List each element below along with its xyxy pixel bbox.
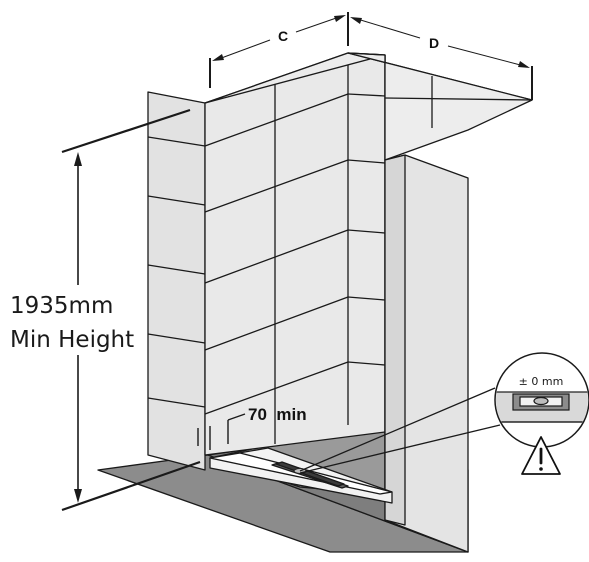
level-tolerance-label: ± 0 mm (519, 375, 564, 388)
min-gap-label: 70 min (248, 405, 307, 424)
level-magnifier (494, 352, 589, 448)
left-wall-panel (147, 91, 206, 471)
dimension-c-label: C (278, 28, 288, 44)
height-caption-label: Min Height (10, 327, 134, 353)
spirit-level-icon (271, 461, 349, 489)
dimension-d-label: D (429, 35, 439, 51)
warning-triangle-icon (521, 436, 561, 475)
height-value-label: 1935mm (10, 293, 113, 319)
right-wall-edge (384, 154, 406, 526)
height-dimension-top-line (61, 108, 191, 154)
height-dimension-bottom-line (61, 460, 201, 512)
